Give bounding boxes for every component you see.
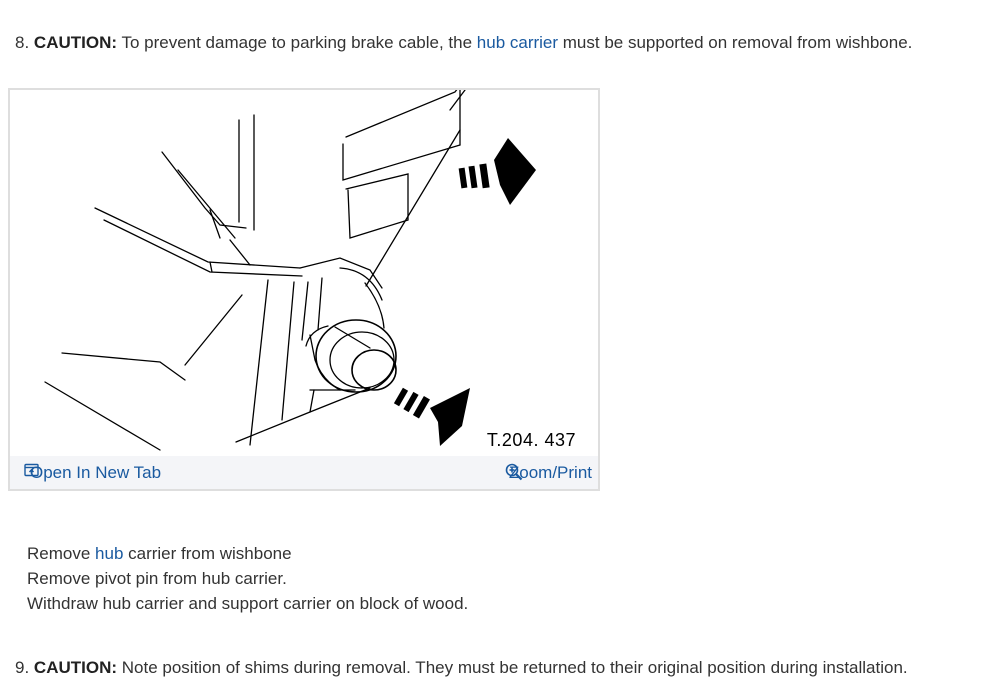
figure-panel: T.204. 437 Open In New Tab [8, 88, 600, 491]
step-text: must be supported on removal from wishbo… [558, 33, 913, 52]
open-in-new-tab-button[interactable]: Open In New Tab [24, 463, 161, 483]
hub-carrier-link[interactable]: hub carrier [476, 33, 559, 52]
hub-link[interactable]: hub [95, 544, 124, 563]
figure-code: T.204. 437 [486, 430, 576, 450]
substep: Remove pivot pin from hub carrier. [27, 569, 287, 588]
diagram-illustration [44, 90, 536, 451]
step-9: 9. CAUTION: Note position of shims durin… [15, 658, 908, 678]
substep-list: Remove hub carrier from wishbone Remove … [27, 541, 468, 616]
zoom-print-label: Zoom/Print [508, 463, 592, 482]
step-number: 8. [15, 33, 30, 52]
open-in-new-tab-label: Open In New Tab [30, 463, 162, 482]
figure-toolbar: Open In New Tab Zoom/Print [10, 456, 598, 489]
step-text: Note position of shims during removal. T… [117, 658, 908, 677]
caution-label: CAUTION: [33, 33, 118, 52]
step-text: To prevent damage to parking brake cable… [117, 33, 477, 52]
step-number: 9. [15, 658, 30, 677]
substep: Remove hub carrier from wishbone [27, 544, 292, 563]
step-8: 8. CAUTION: To prevent damage to parking… [15, 33, 912, 53]
caution-label: CAUTION: [33, 658, 118, 677]
substep: Withdraw hub carrier and support carrier… [27, 594, 469, 613]
zoom-print-button[interactable]: Zoom/Print [505, 463, 592, 483]
